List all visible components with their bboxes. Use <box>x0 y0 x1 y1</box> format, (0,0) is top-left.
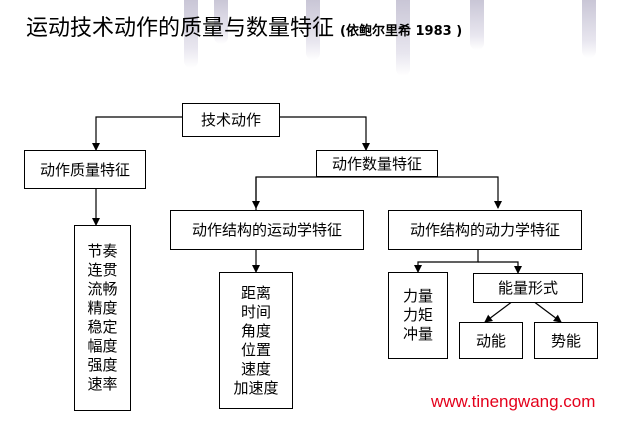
list-item: 强度 <box>87 356 118 374</box>
node-potential: 势能 <box>534 322 598 359</box>
page-title: 运动技术动作的质量与数量特征 (依鲍尔里希 1983 ) <box>26 14 462 47</box>
decorative-drip <box>184 0 198 68</box>
decorative-drip <box>582 0 596 58</box>
list-item: 冲量 <box>402 325 433 343</box>
decorative-drip <box>214 0 228 44</box>
title-main: 运动技术动作的质量与数量特征 <box>26 16 335 41</box>
node-kinetic: 动能 <box>459 322 523 359</box>
node-energy: 能量形式 <box>473 273 583 303</box>
connector-root-quantity <box>280 116 370 151</box>
list-item: 力量 <box>402 287 433 305</box>
list-item: 节奏 <box>87 242 118 260</box>
list-kinematic: 距离 时间 角度 位置 速度 加速度 <box>219 272 293 409</box>
node-kinematic: 动作结构的运动学特征 <box>170 210 364 250</box>
connector-quantity-kinematic <box>255 176 502 210</box>
node-root: 技术动作 <box>182 103 280 137</box>
connector-dynamic-energy <box>478 261 522 274</box>
node-dynamic: 动作结构的动力学特征 <box>388 210 582 250</box>
decorative-drip <box>470 0 484 50</box>
list-item: 时间 <box>240 302 271 321</box>
list-item: 幅度 <box>87 337 118 355</box>
node-quality: 动作质量特征 <box>24 150 146 189</box>
node-quantity: 动作数量特征 <box>316 150 438 177</box>
list-dynamic: 力量 力矩 冲量 <box>388 272 448 359</box>
connector-root-quality <box>92 116 182 151</box>
title-citation: (依鲍尔里希 1983 ) <box>340 24 463 39</box>
list-item: 精度 <box>87 299 118 317</box>
list-quality: 节奏 连贯 流畅 精度 稳定 幅度 强度 速率 <box>74 225 131 411</box>
list-item: 距离 <box>240 283 271 302</box>
list-item: 力矩 <box>402 306 433 324</box>
list-item: 速度 <box>240 359 271 378</box>
list-item: 连贯 <box>87 261 118 279</box>
list-item: 流畅 <box>87 280 118 298</box>
list-item: 位置 <box>240 340 271 359</box>
connector-energy-potential <box>532 300 562 323</box>
footer-url: www.tinengwang.com <box>431 392 596 411</box>
list-item: 加速度 <box>233 378 279 397</box>
decorative-drip <box>396 0 410 76</box>
connector-energy-kinetic <box>484 300 514 323</box>
list-item: 角度 <box>240 321 271 340</box>
list-item: 稳定 <box>87 318 118 336</box>
list-item: 速率 <box>87 375 118 393</box>
connector-dynamic-split <box>414 250 479 273</box>
decorative-drip <box>306 0 320 60</box>
